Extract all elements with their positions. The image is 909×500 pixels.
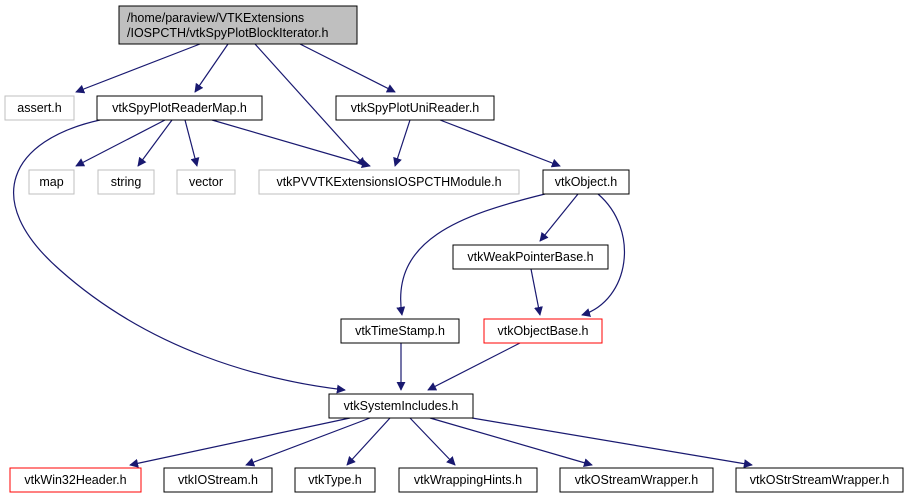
edges-layer <box>13 43 753 469</box>
node-vtkspyplotreadermap-h-box <box>96 95 263 121</box>
node-vtkwrappinghints-h-label: vtkWrappingHints.h <box>414 473 522 487</box>
node-vtkobject-h[interactable]: vtkObject.h <box>542 169 630 195</box>
node-root-box <box>118 5 358 45</box>
node-vtkostrstreamwrapper-h-label: vtkOStrStreamWrapper.h <box>750 473 889 487</box>
node-vtkpvvtkextensionsiospcthmodule-h-box <box>258 169 520 195</box>
node-vtkobjectbase-h-box <box>483 318 603 344</box>
node-string-label: string <box>111 175 142 189</box>
node-vtkwin32header-h-box <box>9 467 142 493</box>
node-root-line-1: /home/paraview/VTKExtensions <box>127 11 304 25</box>
node-vtkiostream-h-box <box>163 467 273 493</box>
edge-readermap-to-vector <box>184 119 200 167</box>
node-vtkostreamwrapper-h-box <box>559 467 714 493</box>
node-assert-h-box <box>4 95 75 121</box>
edge-root-to-unireader <box>299 43 396 93</box>
edge-root-to-module <box>254 43 366 167</box>
node-map-label: map <box>39 175 63 189</box>
node-root-line-2: /IOSPCTH/vtkSpyPlotBlockIterator.h <box>127 26 329 40</box>
node-vtkiostream-h[interactable]: vtkIOStream.h <box>163 467 273 493</box>
node-vtkspyplotunireader-h[interactable]: vtkSpyPlotUniReader.h <box>335 95 495 121</box>
node-vtkspyplotunireader-h-label: vtkSpyPlotUniReader.h <box>351 101 480 115</box>
node-vtkweakpointerbase-h[interactable]: vtkWeakPointerBase.h <box>452 244 609 270</box>
node-vtkspyplotreadermap-h[interactable]: vtkSpyPlotReaderMap.h <box>96 95 263 121</box>
node-vtkiostream-h-label: vtkIOStream.h <box>178 473 258 487</box>
node-string[interactable]: string <box>97 169 155 195</box>
node-vector-box <box>176 169 236 195</box>
node-vtkobject-h-label: vtkObject.h <box>555 175 618 189</box>
node-vtksystemincludes-h-box <box>328 393 474 419</box>
edge-root-to-readermap <box>194 43 229 93</box>
node-map-box <box>28 169 75 195</box>
node-vtkpvvtkextensionsiospcthmodule-h-label: vtkPVVTKExtensionsIOSPCTHModule.h <box>276 175 501 189</box>
node-vtkostrstreamwrapper-h[interactable]: vtkOStrStreamWrapper.h <box>735 467 904 493</box>
edge-sysinc-to-wraphints <box>409 417 456 466</box>
node-map[interactable]: map <box>28 169 75 195</box>
node-assert-h-label: assert.h <box>17 101 62 115</box>
edge-root-to-assert <box>75 43 201 94</box>
edge-readermap-to-map <box>75 119 166 167</box>
node-vtkpvvtkextensionsiospcthmodule-h[interactable]: vtkPVVTKExtensionsIOSPCTHModule.h <box>258 169 520 195</box>
edge-object-to-objectbase <box>581 193 626 317</box>
edge-sysinc-to-win32 <box>129 417 351 468</box>
edge-object-to-timestamp <box>396 193 546 316</box>
edge-readermap-to-sysinc <box>13 119 346 394</box>
node-vtkspyplotunireader-h-box <box>335 95 495 121</box>
node-vector[interactable]: vector <box>176 169 236 195</box>
node-vtkwrappinghints-h-box <box>398 467 538 493</box>
node-root[interactable]: /home/paraview/VTKExtensions /IOSPCTH/vt… <box>118 5 358 45</box>
edge-readermap-to-string <box>137 119 173 167</box>
node-vtkwin32header-h[interactable]: vtkWin32Header.h <box>9 467 142 493</box>
edge-readermap-to-module <box>211 119 371 169</box>
node-string-box <box>97 169 155 195</box>
node-vtksystemincludes-h-label: vtkSystemIncludes.h <box>344 399 459 413</box>
node-vtkostreamwrapper-h[interactable]: vtkOStreamWrapper.h <box>559 467 714 493</box>
node-vtkostreamwrapper-h-label: vtkOStreamWrapper.h <box>575 473 698 487</box>
node-vtkwin32header-h-label: vtkWin32Header.h <box>24 473 126 487</box>
node-vtktimestamp-h-label: vtkTimeStamp.h <box>355 324 445 338</box>
node-vtktimestamp-h[interactable]: vtkTimeStamp.h <box>340 318 460 344</box>
edge-weakptr-to-objectbase <box>530 268 543 316</box>
node-assert-h[interactable]: assert.h <box>4 95 75 121</box>
edge-sysinc-to-type <box>346 417 391 466</box>
node-vtkweakpointerbase-h-label: vtkWeakPointerBase.h <box>467 250 593 264</box>
node-vtktype-h[interactable]: vtkType.h <box>294 467 376 493</box>
edge-unireader-to-object <box>439 119 561 168</box>
node-vtkostrstreamwrapper-h-box <box>735 467 904 493</box>
edge-objectbase-to-sysinc <box>427 342 521 391</box>
node-vtkobjectbase-h[interactable]: vtkObjectBase.h <box>483 318 603 344</box>
node-vtktimestamp-h-box <box>340 318 460 344</box>
node-vtkweakpointerbase-h-box <box>452 244 609 270</box>
node-vtkobject-h-box <box>542 169 630 195</box>
edge-unireader-to-module <box>393 119 411 167</box>
node-vtkspyplotreadermap-h-label: vtkSpyPlotReaderMap.h <box>112 101 247 115</box>
node-vtktype-h-label: vtkType.h <box>308 473 362 487</box>
node-vector-label: vector <box>189 175 223 189</box>
edge-object-to-weakptr <box>539 193 579 242</box>
node-vtkobjectbase-h-label: vtkObjectBase.h <box>497 324 588 338</box>
node-vtkwrappinghints-h[interactable]: vtkWrappingHints.h <box>398 467 538 493</box>
edge-sysinc-to-ostrstream <box>471 417 753 469</box>
edge-sysinc-to-ostream <box>429 417 593 468</box>
node-vtktype-h-box <box>294 467 376 493</box>
node-vtksystemincludes-h[interactable]: vtkSystemIncludes.h <box>328 393 474 419</box>
nodes-layer: /home/paraview/VTKExtensions /IOSPCTH/vt… <box>4 5 904 493</box>
edge-sysinc-to-iostream <box>245 417 371 467</box>
